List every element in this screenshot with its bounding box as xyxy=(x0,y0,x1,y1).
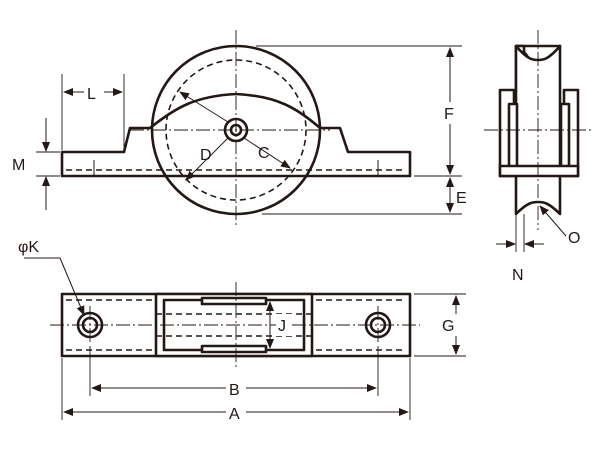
side-base-plate xyxy=(498,164,580,178)
label-c: C xyxy=(258,145,270,162)
dim-d-line xyxy=(179,91,229,123)
label-g: G xyxy=(442,318,454,335)
front-view: D C L M F E xyxy=(12,30,467,228)
label-a: A xyxy=(229,406,240,423)
side-bracket-inner-right xyxy=(559,102,571,170)
top-wheel-rim-top xyxy=(200,296,268,306)
top-view: J φK G B A xyxy=(18,239,466,423)
dim-c-line xyxy=(243,137,291,169)
dim-d-line-2 xyxy=(185,137,229,181)
label-e: E xyxy=(456,190,467,207)
label-o: O xyxy=(568,230,580,247)
label-j: J xyxy=(278,318,286,335)
label-d: D xyxy=(200,147,212,164)
side-view: O N xyxy=(484,30,592,284)
label-b: B xyxy=(229,382,240,399)
label-l: L xyxy=(87,86,96,103)
label-m: M xyxy=(12,157,25,174)
side-bracket-inner-left xyxy=(507,102,519,170)
label-k: φK xyxy=(18,239,39,256)
top-wheel-rim-bottom xyxy=(200,344,268,354)
dim-k-leader xyxy=(59,257,85,316)
label-f: F xyxy=(444,106,454,123)
label-n: N xyxy=(512,267,524,284)
dim-o-leader xyxy=(539,205,567,237)
